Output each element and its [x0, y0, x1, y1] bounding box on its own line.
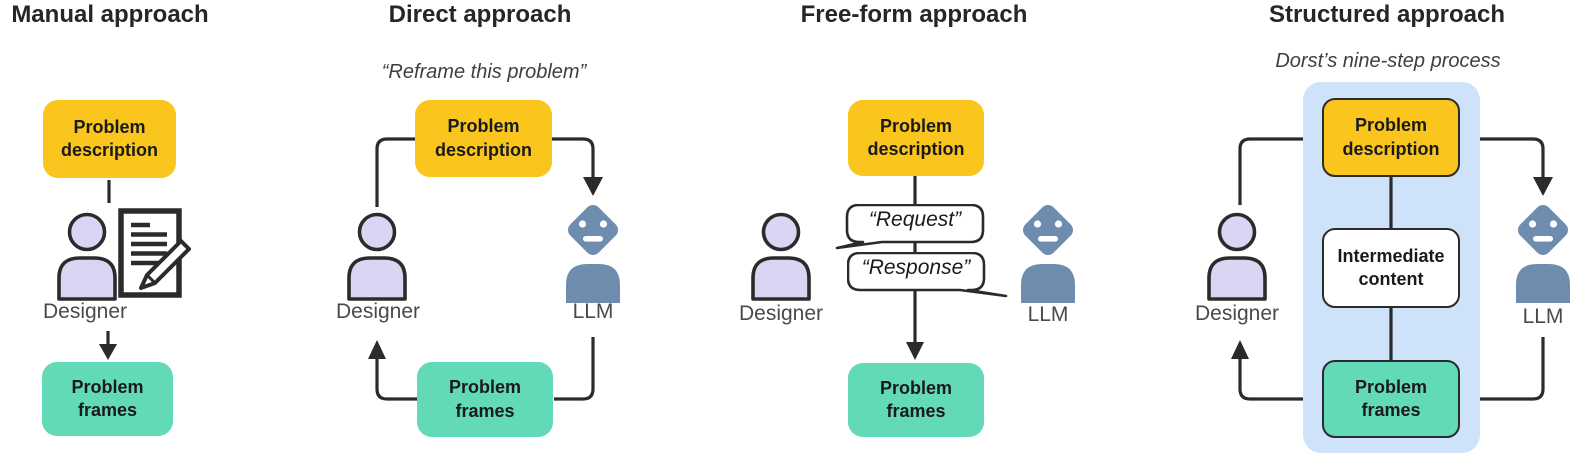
llm-label: LLM — [1522, 305, 1564, 328]
request-speech-bubble — [835, 204, 985, 250]
connector-frames-to-designer — [375, 358, 417, 401]
llm-robot-icon — [561, 200, 625, 303]
llm-robot-icon — [1511, 200, 1575, 303]
connector-designer-to-description — [375, 137, 415, 207]
request-bubble-text: “Request” — [868, 208, 962, 231]
connector-llm-to-frames — [554, 337, 595, 401]
problem-description-box: Problem description — [415, 100, 552, 177]
section-title-freeform: Free-form approach — [800, 1, 1028, 28]
section-title-manual: Manual approach — [11, 1, 209, 28]
connector-panel-to-designer — [1238, 358, 1303, 401]
instruction-quote: “Reframe this problem” — [381, 61, 587, 83]
designer-label: Designer — [1194, 302, 1280, 325]
response-speech-bubble — [847, 252, 1008, 298]
section-title-direct: Direct approach — [388, 1, 572, 28]
problem-description-box: Problem description — [1322, 98, 1460, 177]
problem-frames-box: Problem frames — [42, 362, 173, 436]
llm-label: LLM — [572, 300, 614, 323]
intermediate-content-box: Intermediate content — [1322, 228, 1460, 308]
designer-label: Designer — [335, 300, 421, 323]
response-bubble-text: “Response” — [861, 256, 971, 279]
connector-llm-to-panel — [1480, 337, 1545, 401]
designer-person-icon — [749, 211, 813, 301]
problem-frames-box: Problem frames — [417, 362, 553, 437]
arrowhead-down-icon — [906, 342, 924, 360]
designer-person-icon — [345, 211, 409, 301]
process-label: Dorst’s nine-step process — [1275, 50, 1501, 72]
designer-person-icon — [1205, 211, 1269, 301]
arrowhead-up-icon — [368, 340, 386, 359]
connector-designer-to-panel — [1238, 137, 1303, 205]
designer-person-icon — [55, 211, 119, 301]
connector-panel-to-llm — [1480, 137, 1545, 178]
arrowhead-up-icon — [1231, 340, 1249, 359]
arrowhead-down-icon — [1533, 177, 1553, 196]
problem-description-box: Problem description — [848, 100, 984, 176]
section-title-structured: Structured approach — [1268, 1, 1506, 28]
connector-description-to-llm — [552, 137, 595, 178]
document-pencil-icon — [117, 206, 203, 301]
llm-robot-icon — [1016, 200, 1080, 303]
problem-frames-box: Problem frames — [1322, 360, 1460, 438]
arrowhead-down-icon — [99, 344, 117, 360]
designer-label: Designer — [42, 300, 128, 323]
problem-description-box: Problem description — [43, 100, 176, 178]
problem-frames-box: Problem frames — [848, 363, 984, 437]
designer-label: Designer — [738, 302, 824, 325]
arrowhead-down-icon — [583, 177, 603, 196]
llm-label: LLM — [1027, 303, 1069, 326]
